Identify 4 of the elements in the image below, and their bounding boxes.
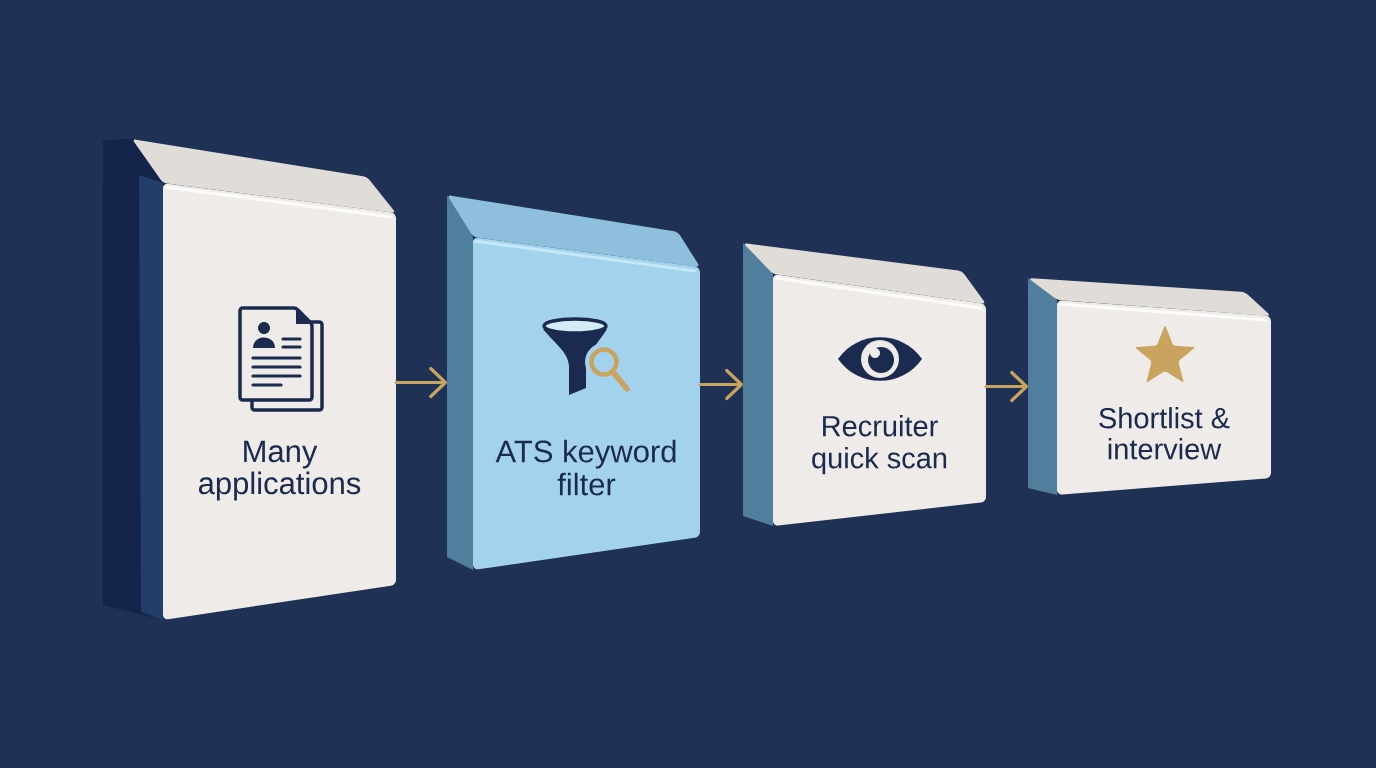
step-block: ATS keyword filter [447,195,700,570]
step-block: Many applications [103,139,396,620]
step-block: Recruiter quick scan [743,243,986,526]
step-block: Shortlist & interview [1028,278,1271,495]
